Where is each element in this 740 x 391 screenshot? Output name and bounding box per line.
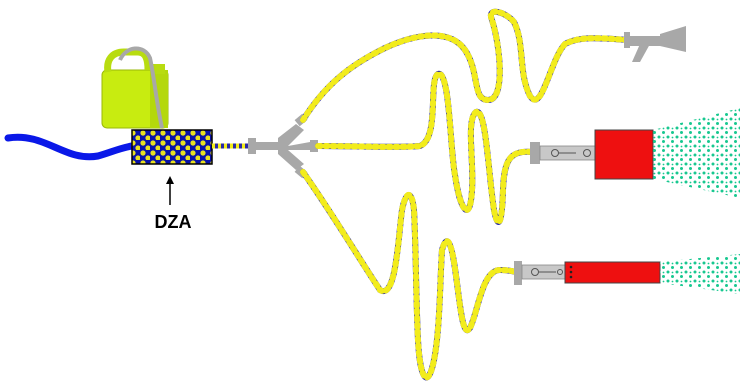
hose-to-fog-nozzle [300, 8, 631, 123]
foam-concentrate-canister-icon [101, 46, 169, 129]
medium-expansion-foam-tube-icon [530, 129, 654, 180]
water-supply-hose [4, 133, 136, 161]
wye-divider-icon [248, 113, 318, 179]
dza-pointer-arrow [166, 176, 174, 205]
low-expansion-foam-tube-icon [514, 261, 661, 285]
hose-to-medium-expansion-tube [315, 71, 535, 225]
fog-nozzle-icon [624, 26, 686, 62]
dza-label: DZA [154, 212, 192, 232]
hose-to-low-expansion-tube [300, 169, 519, 381]
inductor-mixer-icon [131, 129, 213, 165]
low-expansion-foam-spray [660, 254, 740, 294]
medium-expansion-foam-spray [653, 108, 740, 198]
